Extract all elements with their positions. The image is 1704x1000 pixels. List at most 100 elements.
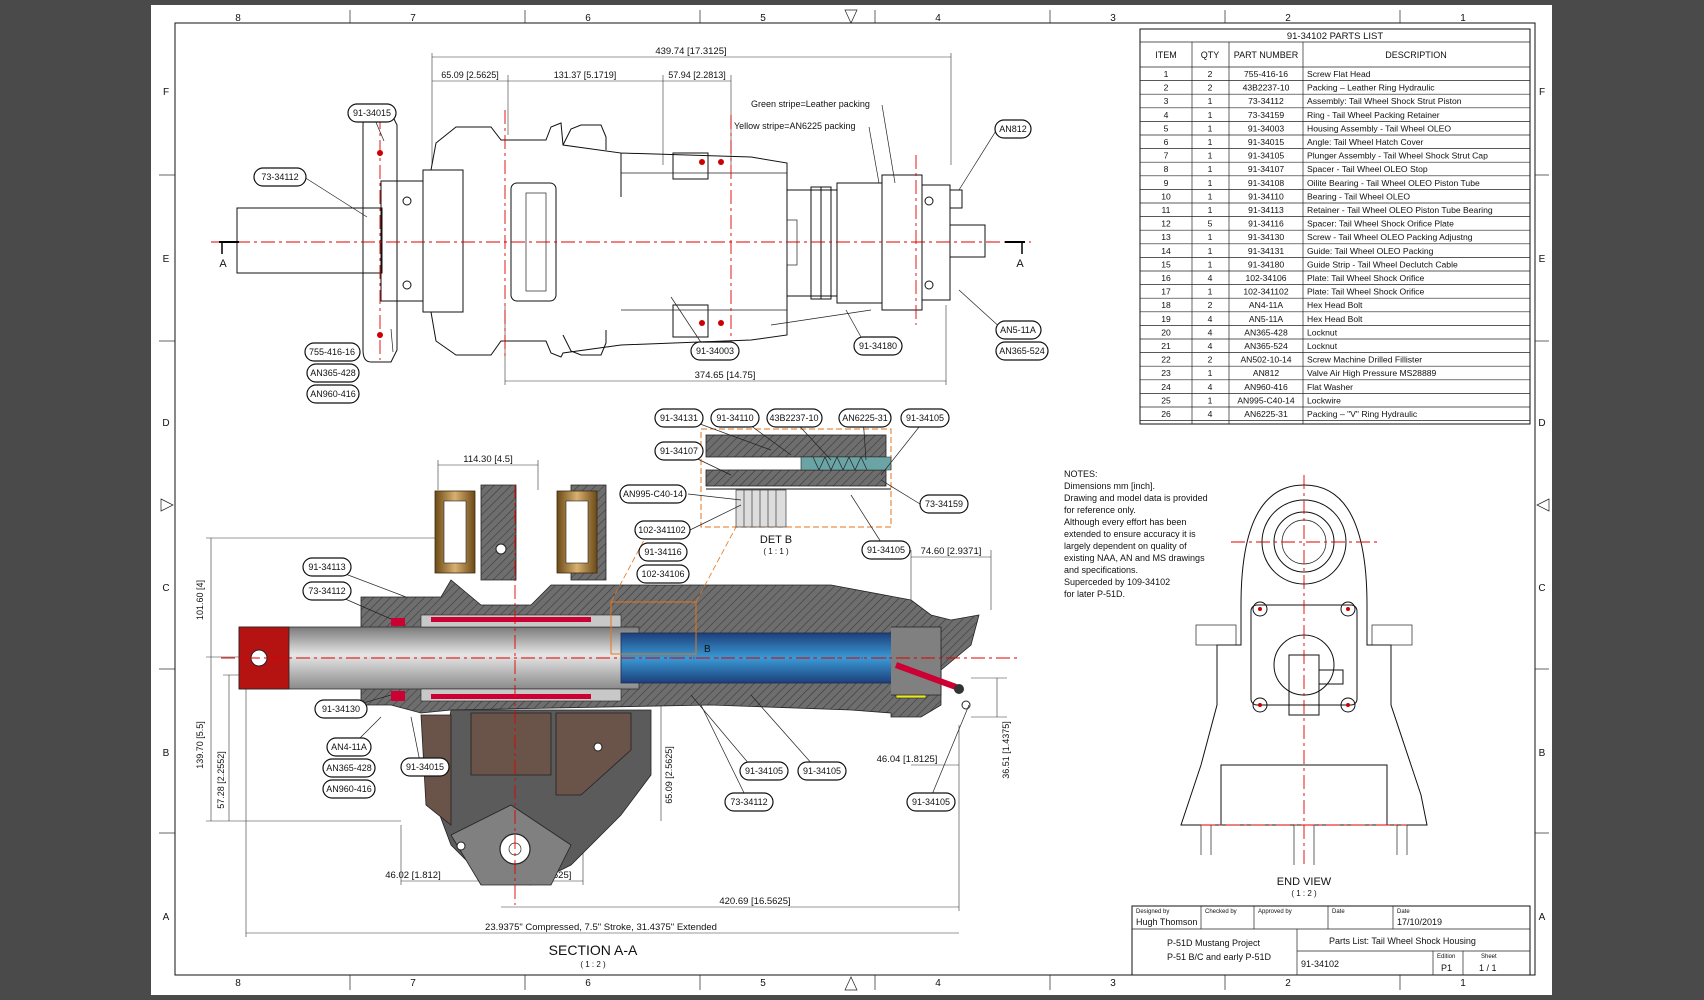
cell-part-number: 73-34112 bbox=[1248, 96, 1284, 106]
balloon-91-34003: 91-34003 bbox=[696, 346, 734, 356]
cell-description: Angle: Tail Wheel Hatch Cover bbox=[1307, 137, 1424, 147]
cell-description: Packing – "V" Ring Hydraulic bbox=[1307, 409, 1418, 419]
balloon-91-34110: 91-34110 bbox=[716, 413, 753, 423]
balloon-an6225-31: AN6225-31 bbox=[842, 413, 888, 423]
cell-item: 2 bbox=[1164, 83, 1169, 93]
balloon-91-34015: 91-34015 bbox=[353, 108, 391, 118]
balloon-91-34131: 91-34131 bbox=[660, 413, 698, 423]
balloon-73-34159: 73-34159 bbox=[925, 499, 963, 509]
general-notes: NOTES: Dimensions mm [inch]. Drawing and… bbox=[1064, 469, 1208, 599]
piston-tube-outline bbox=[236, 207, 383, 274]
cell-qty: 1 bbox=[1208, 96, 1213, 106]
balloon-73-34112: 73-34112 bbox=[261, 172, 298, 182]
cell-qty: 5 bbox=[1208, 219, 1213, 229]
balloon-91-34113: 91-34113 bbox=[308, 562, 345, 572]
section-a-a-view: 114.30 [4.5] 101.60 [4] 139.70 [5.5] 57.… bbox=[195, 454, 1021, 969]
detail-b-marker: B bbox=[704, 644, 711, 655]
balloon-755-416-16: 755-416-16 bbox=[309, 347, 355, 357]
note-line: Dimensions mm [inch]. bbox=[1064, 481, 1155, 491]
cell-item: 19 bbox=[1161, 314, 1171, 324]
cell-description: Assembly: Tail Wheel Shock Strut Piston bbox=[1307, 96, 1462, 106]
tb-drawing-number: 91-34102 bbox=[1301, 959, 1339, 969]
cell-qty: 1 bbox=[1208, 151, 1213, 161]
cell-description: Screw Flat Head bbox=[1307, 69, 1371, 79]
cell-item: 13 bbox=[1161, 232, 1171, 242]
balloon-an960-416: AN960-416 bbox=[326, 784, 372, 794]
balloon-an4-11a: AN4-11A bbox=[331, 742, 367, 752]
header-item: ITEM bbox=[1155, 50, 1177, 60]
balloon-an960-416: AN960-416 bbox=[310, 389, 356, 399]
balloon-91-34130: 91-34130 bbox=[322, 704, 360, 714]
col-label-top: 3 bbox=[1110, 13, 1116, 24]
cell-part-number: 73-34159 bbox=[1248, 110, 1285, 120]
tb-checked-by-label: Checked by bbox=[1205, 909, 1237, 915]
cell-description: Hex Head Bolt bbox=[1307, 300, 1363, 310]
cell-description: Flat Washer bbox=[1307, 382, 1353, 392]
cell-qty: 1 bbox=[1208, 287, 1213, 297]
tb-approved-by-label: Approved by bbox=[1258, 909, 1292, 915]
cell-part-number: 91-34130 bbox=[1248, 232, 1285, 242]
note-line: extended to ensure accuracy it is bbox=[1064, 529, 1196, 539]
note-line: existing NAA, AN and MS drawings bbox=[1064, 553, 1205, 563]
note-line: for later P-51D. bbox=[1064, 589, 1125, 599]
header-qty: QTY bbox=[1201, 50, 1220, 60]
cell-description: Hex Head Bolt bbox=[1307, 314, 1363, 324]
col-label-bottom: 5 bbox=[760, 978, 766, 989]
tb-date-label: Date bbox=[1397, 909, 1410, 915]
cell-qty: 1 bbox=[1208, 205, 1213, 215]
tb-date: 17/10/2019 bbox=[1397, 917, 1442, 927]
cell-description: Plate: Tail Wheel Shock Orifice bbox=[1307, 287, 1425, 297]
detail-b-title: DET B bbox=[760, 534, 792, 546]
cell-description: Bearing - Tail Wheel OLEO bbox=[1307, 191, 1410, 201]
cell-item: 6 bbox=[1164, 137, 1169, 147]
cell-description: Plate: Tail Wheel Shock Orifice bbox=[1307, 273, 1425, 283]
cell-description: Guide: Tail Wheel OLEO Packing bbox=[1307, 246, 1434, 256]
dim-text: 74.60 [2.9371] bbox=[921, 546, 982, 557]
cell-qty: 4 bbox=[1208, 341, 1213, 351]
balloon-102-341102: 102-341102 bbox=[638, 525, 685, 535]
cell-qty: 2 bbox=[1208, 83, 1213, 93]
cell-item: 8 bbox=[1164, 164, 1169, 174]
cell-description: Oilite Bearing - Tail Wheel OLEO Piston … bbox=[1307, 178, 1480, 188]
note-line: NOTES: bbox=[1064, 469, 1098, 479]
section-a-a-title: SECTION A-A bbox=[549, 942, 638, 958]
cell-description: Locknut bbox=[1307, 341, 1338, 351]
balloon-an812: AN812 bbox=[999, 124, 1027, 134]
cell-qty: 1 bbox=[1208, 259, 1213, 269]
cell-item: 7 bbox=[1164, 151, 1169, 161]
cell-part-number: 91-34107 bbox=[1248, 164, 1285, 174]
col-label-top: 8 bbox=[235, 13, 241, 24]
cell-item: 12 bbox=[1161, 219, 1171, 229]
col-label-bottom: 6 bbox=[585, 978, 591, 989]
balloon-91-34105: 91-34105 bbox=[803, 766, 841, 776]
cell-part-number: 91-34110 bbox=[1248, 191, 1284, 201]
dim-text: 131.37 [5.1719] bbox=[554, 70, 617, 80]
dim-text: 46.04 [1.8125] bbox=[877, 754, 938, 765]
balloon-91-34105: 91-34105 bbox=[906, 413, 944, 423]
dim-text: 101.60 [4] bbox=[195, 580, 205, 620]
cell-part-number: 91-34116 bbox=[1248, 219, 1284, 229]
detail-b-scale: ( 1 : 1 ) bbox=[763, 547, 789, 556]
top-view-balloons: 91-34015 73-34112 755-416-16 AN365-428 A… bbox=[253, 103, 1049, 404]
cell-item: 16 bbox=[1161, 273, 1171, 283]
cell-qty: 2 bbox=[1208, 300, 1213, 310]
cell-part-number: AN502-10-14 bbox=[1240, 355, 1291, 365]
balloon-73-34112: 73-34112 bbox=[730, 797, 767, 807]
cell-description: Spacer - Tail Wheel OLEO Stop bbox=[1307, 164, 1428, 174]
balloon-102-34106: 102-34106 bbox=[641, 569, 684, 579]
cell-qty: 4 bbox=[1208, 382, 1213, 392]
note-line: Although every effort has been bbox=[1064, 517, 1186, 527]
cell-qty: 1 bbox=[1208, 368, 1213, 378]
cell-qty: 1 bbox=[1208, 137, 1213, 147]
